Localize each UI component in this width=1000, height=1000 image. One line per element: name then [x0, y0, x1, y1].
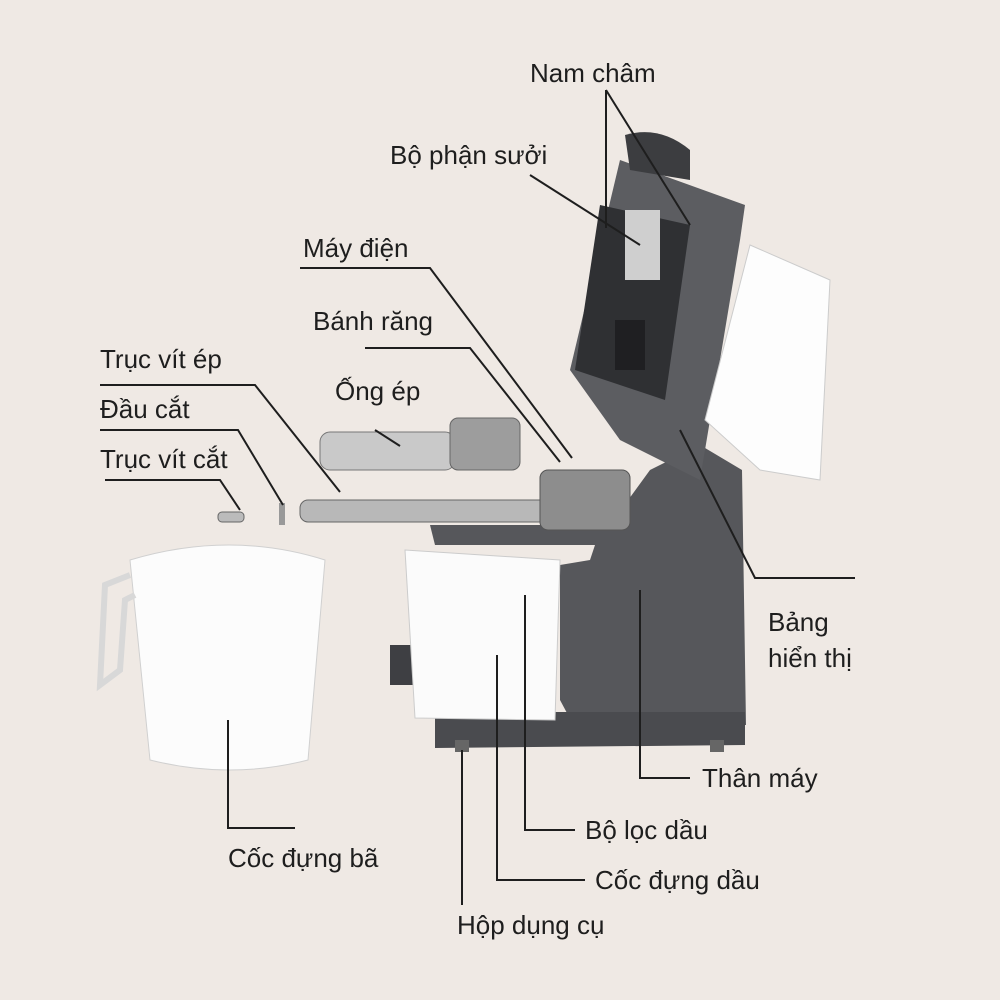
- label-magnet: Nam châm: [530, 58, 656, 88]
- label-display-2: hiển thị: [768, 643, 852, 673]
- label-press-tube: Ống ép: [335, 376, 421, 406]
- oil-cup: [404, 549, 561, 721]
- label-toolbox: Hộp dụng cụ: [457, 910, 605, 940]
- label-cutter-head: Đầu cắt: [100, 394, 190, 424]
- cutter-screw: [217, 511, 245, 523]
- residue-cup: [96, 544, 326, 771]
- label-heater: Bộ phận sưởi: [390, 140, 548, 170]
- label-display-1: Bảng: [768, 607, 829, 637]
- cutter-head: [279, 503, 285, 525]
- label-press-screw: Trục vít ép: [100, 344, 222, 374]
- label-cutter-screw: Trục vít cắt: [100, 444, 228, 474]
- label-body: Thân máy: [702, 763, 818, 793]
- press-screw: [299, 469, 631, 531]
- press-tube: [319, 417, 521, 471]
- label-residue-cup: Cốc đựng bã: [228, 843, 379, 873]
- leader-lines: [100, 89, 855, 905]
- machine-lid: [570, 132, 831, 481]
- label-oil-cup: Cốc đựng dầu: [595, 865, 760, 895]
- label-gear: Bánh răng: [313, 306, 433, 336]
- label-motor: Máy điện: [303, 233, 409, 263]
- label-oil-filter: Bộ lọc dầu: [585, 815, 708, 845]
